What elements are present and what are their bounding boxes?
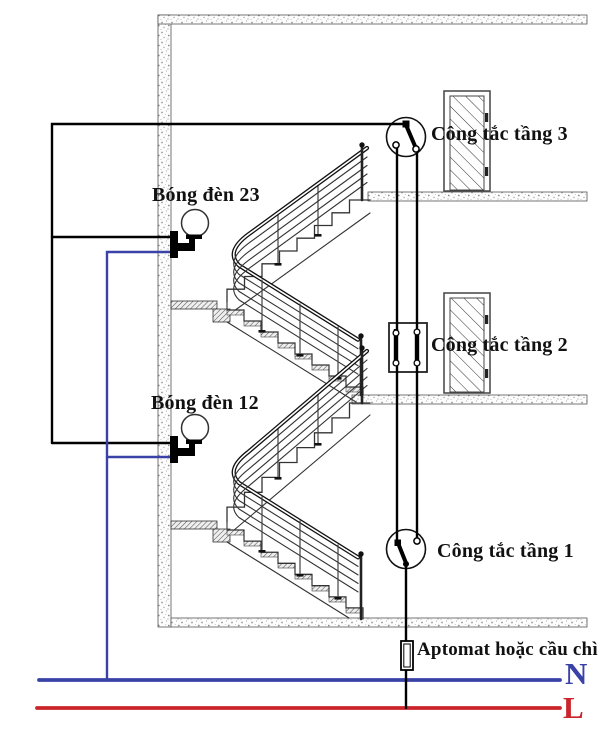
label-lamp-23: Bóng đèn 23: [152, 184, 260, 206]
switch-floor-2-icon: [392, 328, 421, 367]
label-switch-floor-1: Công tắc tầng 1: [437, 540, 574, 562]
wall-top: [157, 14, 588, 25]
door-floor-3-icon: [443, 90, 491, 192]
staircase-storey-upper: [170, 142, 371, 403]
lamp-23-icon: [170, 208, 210, 258]
wall-left: [157, 14, 172, 628]
label-neutral: N: [565, 656, 588, 691]
fuse-icon: [400, 640, 414, 671]
switch-floor-1-icon: [394, 537, 421, 567]
floor-slab-2: [351, 394, 588, 405]
switch-floor-3-icon: [392, 120, 420, 153]
label-breaker: Aptomat hoặc cầu chì: [417, 639, 598, 660]
switched-live-wires: [50, 122, 419, 710]
building-structure: [157, 14, 588, 628]
neutral-wires: [105, 250, 174, 682]
floor-slab-ground: [170, 617, 588, 628]
label-live: L: [563, 690, 584, 725]
label-lamp-12: Bóng đèn 12: [151, 392, 259, 414]
lamp-12-icon: [170, 413, 210, 463]
floor-slab-3: [367, 191, 588, 202]
staircase-storey-lower: [170, 345, 371, 621]
label-switch-floor-2: Công tắc tầng 2: [431, 334, 568, 356]
door-floor-2-icon: [443, 292, 491, 394]
label-switch-floor-3: Công tắc tầng 3: [431, 123, 568, 145]
